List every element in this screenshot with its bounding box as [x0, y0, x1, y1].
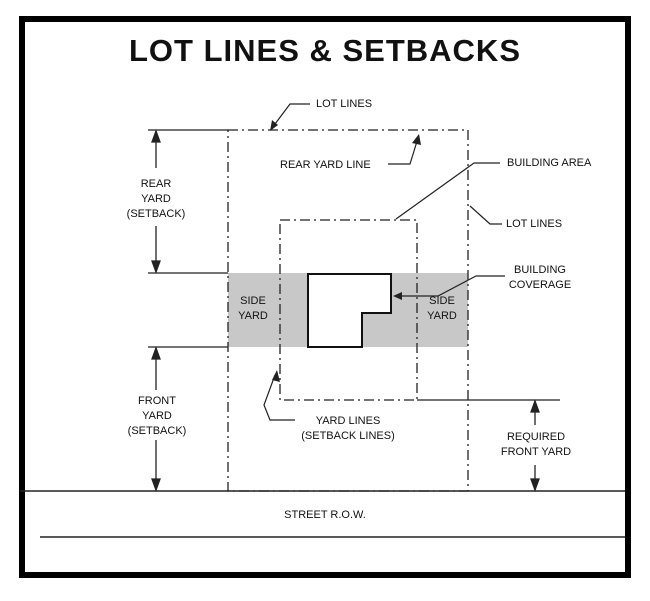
- diagram-title: LOT LINES & SETBACKS: [128, 33, 521, 68]
- front-yard-arrow-down: [151, 478, 161, 492]
- yard-lines-line2: (SETBACK LINES): [301, 430, 395, 442]
- side-yard-left-line1: SIDE: [240, 295, 266, 307]
- required-front-yard-label: REQUIRED FRONT YARD: [496, 430, 576, 460]
- front-yard-line2: YARD: [142, 410, 172, 422]
- rear-yard-line3: (SETBACK): [126, 208, 186, 220]
- yard-lines-label: YARD LINES (SETBACK LINES): [288, 414, 408, 444]
- side-yard-right-label: SIDE YARD: [422, 294, 462, 324]
- side-yard-right-line1: SIDE: [429, 295, 455, 307]
- front-yard-label: FRONT YARD (SETBACK): [126, 394, 188, 439]
- front-yard-arrow-up: [151, 346, 161, 360]
- required-front-yard-line2: FRONT YARD: [500, 446, 572, 458]
- building-coverage-label: BUILDING COVERAGE: [500, 263, 580, 293]
- lot-lines-right-leader: [469, 205, 502, 225]
- required-front-yard-line1: REQUIRED: [506, 431, 566, 443]
- building-footprint: [307, 273, 392, 348]
- building-area-label: BUILDING AREA: [507, 157, 592, 169]
- front-yard-line3: (SETBACK): [127, 425, 187, 437]
- yard-lines-arrowhead: [272, 370, 280, 382]
- lot-lines-top-label: LOT LINES: [316, 98, 373, 110]
- lot-lines-top-leader: [271, 103, 310, 129]
- side-yard-left-line2: YARD: [238, 310, 268, 322]
- street-row-label: STREET R.O.W.: [284, 509, 366, 521]
- yard-lines-line1: YARD LINES: [315, 415, 381, 427]
- building-coverage-arrowhead: [393, 292, 402, 300]
- rear-yard-arrow-up: [151, 129, 161, 143]
- building-coverage-leader: [396, 275, 505, 297]
- rear-yard-line-arrowhead: [412, 134, 421, 145]
- lot-lines-right-label: LOT LINES: [506, 218, 563, 230]
- lot-lines-top-arrowhead: [270, 120, 278, 131]
- building-area-leader: [395, 162, 500, 220]
- side-yard-right-line2: YARD: [427, 310, 457, 322]
- front-yard-line1: FRONT: [138, 395, 176, 407]
- rear-yard-line-label: REAR YARD LINE: [280, 159, 371, 171]
- rear-yard-label: REAR YARD (SETBACK): [126, 177, 186, 222]
- yard-lines-leader: [263, 374, 295, 421]
- yard-lines: [279, 219, 418, 401]
- req-front-arrow-down: [530, 478, 540, 492]
- rear-yard-line2: YARD: [141, 193, 171, 205]
- lot-lines: [227, 129, 469, 492]
- rear-yard-arrow-down: [151, 260, 161, 274]
- side-yard-left-label: SIDE YARD: [233, 294, 273, 324]
- building-coverage-line1: BUILDING: [514, 264, 566, 276]
- req-front-arrow-up: [530, 399, 540, 413]
- rear-yard-line1: REAR: [140, 178, 172, 190]
- rear-yard-line-leader: [388, 137, 419, 165]
- building-coverage-line2: COVERAGE: [508, 279, 572, 291]
